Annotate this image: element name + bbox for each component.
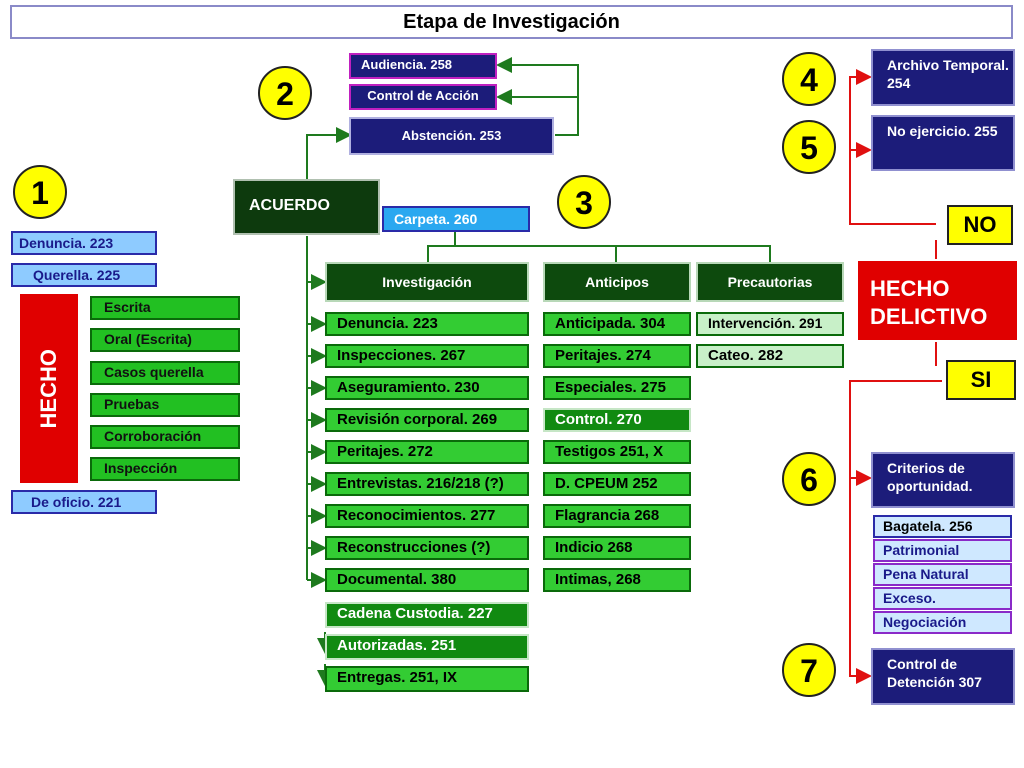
control-accion-box: Control de Acción	[349, 84, 497, 110]
hecho-item: Corroboración	[90, 425, 240, 449]
investigacion-item: Reconocimientos. 277	[325, 504, 529, 528]
investigacion-item: Autorizadas. 251	[325, 634, 529, 660]
hecho-label: HECHO	[36, 348, 61, 429]
anticipos-item: Control. 270	[543, 408, 691, 432]
anticipos-item: Anticipada. 304	[543, 312, 691, 336]
anticipos-item: Peritajes. 274	[543, 344, 691, 368]
hecho-item: Inspección	[90, 457, 240, 481]
criterio-item: Exceso.	[873, 587, 1012, 610]
step-number-1: 1	[13, 165, 67, 219]
step-number-3: 3	[557, 175, 611, 229]
investigacion-item: Aseguramiento. 230	[325, 376, 529, 400]
hecho-box: HECHO	[18, 292, 80, 485]
criterio-item: Bagatela. 256	[873, 515, 1012, 538]
anticipos-item: Especiales. 275	[543, 376, 691, 400]
step-number-5: 5	[782, 120, 836, 174]
criterio-item: Pena Natural	[873, 563, 1012, 586]
acuerdo-box: ACUERDO	[233, 179, 380, 235]
header-precautorias: Precautorias	[696, 262, 844, 302]
hecho-item: Casos querella	[90, 361, 240, 385]
hecho-item: Pruebas	[90, 393, 240, 417]
step-number-4: 4	[782, 52, 836, 106]
abstencion-box: Abstención. 253	[349, 117, 554, 155]
page-title: Etapa de Investigación	[10, 5, 1013, 39]
investigacion-item: Cadena Custodia. 227	[325, 602, 529, 628]
step-number-7: 7	[782, 643, 836, 697]
audiencia-box: Audiencia. 258	[349, 53, 497, 79]
criterio-item: Patrimonial	[873, 539, 1012, 562]
si-box: SI	[946, 360, 1016, 400]
hecho-item: Escrita	[90, 296, 240, 320]
left-denuncia: Denuncia. 223	[11, 231, 157, 255]
investigacion-item: Entregas. 251, IX	[325, 666, 529, 692]
header-anticipos: Anticipos	[543, 262, 691, 302]
carpeta-box: Carpeta. 260	[382, 206, 530, 232]
investigacion-item: Reconstrucciones (?)	[325, 536, 529, 560]
control-detencion-box: Control de Detención 307	[871, 648, 1015, 705]
precautorias-item: Cateo. 282	[696, 344, 844, 368]
archivo-temporal-box: Archivo Temporal. 254	[871, 49, 1015, 106]
hecho-delictivo-box: HECHO DELICTIVO	[856, 259, 1019, 342]
investigacion-item: Revisión corporal. 269	[325, 408, 529, 432]
investigacion-item: Denuncia. 223	[325, 312, 529, 336]
investigacion-item: Entrevistas. 216/218 (?)	[325, 472, 529, 496]
left-de-oficio: De oficio. 221	[11, 490, 157, 514]
step-number-2: 2	[258, 66, 312, 120]
investigacion-item: Inspecciones. 267	[325, 344, 529, 368]
investigacion-item: Peritajes. 272	[325, 440, 529, 464]
no-ejercicio-box: No ejercicio. 255	[871, 115, 1015, 171]
anticipos-item: Flagrancia 268	[543, 504, 691, 528]
step-number-6: 6	[782, 452, 836, 506]
no-box: NO	[947, 205, 1013, 245]
criterios-oportunidad-box: Criterios de oportunidad.	[871, 452, 1015, 508]
anticipos-item: Intimas, 268	[543, 568, 691, 592]
anticipos-item: Indicio 268	[543, 536, 691, 560]
left-querella: Querella. 225	[11, 263, 157, 287]
hecho-item: Oral (Escrita)	[90, 328, 240, 352]
criterio-item: Negociación	[873, 611, 1012, 634]
anticipos-item: D. CPEUM 252	[543, 472, 691, 496]
header-investigacion: Investigación	[325, 262, 529, 302]
anticipos-item: Testigos 251, X	[543, 440, 691, 464]
investigacion-item: Documental. 380	[325, 568, 529, 592]
precautorias-item: Intervención. 291	[696, 312, 844, 336]
